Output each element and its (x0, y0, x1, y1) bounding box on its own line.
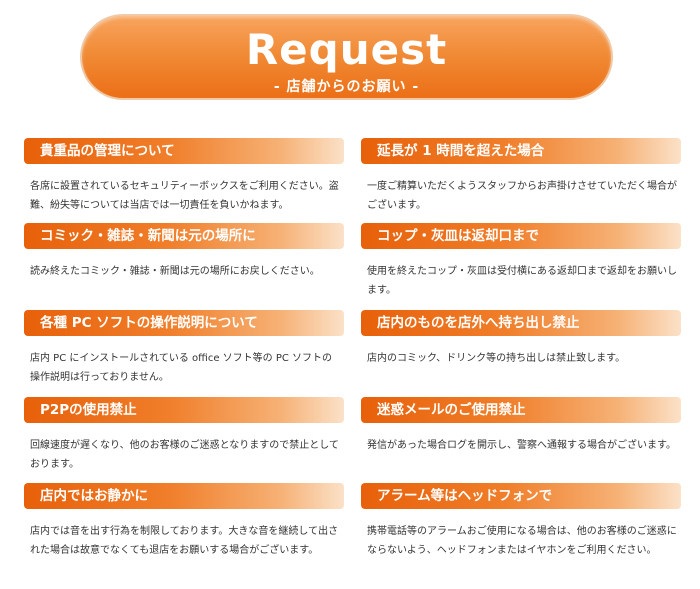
card-title: 店内のものを店外へ持ち出し禁止 (361, 310, 681, 336)
card-title: 貴重品の管理について (24, 138, 344, 164)
card-text: 使用を終えたコップ・灰皿は受付横にある返却口まで返却をお願いします。 (367, 266, 677, 296)
page-subtitle: - 店舗からのお願い - (273, 79, 420, 95)
card-text: 店内 PC にインストールされている office ソフト等の PC ソフトの操… (30, 353, 333, 383)
card-text: 回線速度が遅くなり、他のお客様のご迷惑となりますので禁止としております。 (30, 440, 339, 470)
card-text: 一度ご精算いただくようスタッフからお声掛けさせていただく場合がございます。 (367, 181, 677, 211)
card-title: 各種 PC ソフトの操作説明について (24, 310, 344, 336)
card-text: 店内では音を出す行為を制限しております。大きな音を継続して出された場合は故意でな… (30, 526, 339, 556)
card-p2p: P2Pの使用禁止 回線速度が遅くなり、他のお客様のご迷惑となりますので禁止として… (24, 397, 344, 474)
card-title: P2Pの使用禁止 (24, 397, 344, 423)
card-valuables: 貴重品の管理について 各席に設置されているセキュリティーボックスをご利用ください… (24, 138, 344, 215)
card-text: 店内のコミック、ドリンク等の持ち出しは禁止致します。 (367, 353, 626, 364)
page-title: Request (245, 25, 448, 74)
card-title: 迷惑メールのご使用禁止 (361, 397, 681, 423)
card-comics: コミック・雑誌・新聞は元の場所に 読み終えたコミック・雑誌・新聞は元の場所にお戻… (24, 223, 344, 281)
card-text: 各席に設置されているセキュリティーボックスをご利用ください。盗難、紛失等について… (30, 181, 339, 211)
card-quiet: 店内ではお静かに 店内では音を出す行為を制限しております。大きな音を継続して出さ… (24, 483, 344, 560)
card-no-takeout: 店内のものを店外へ持ち出し禁止 店内のコミック、ドリンク等の持ち出しは禁止致しま… (361, 310, 681, 368)
card-title: コップ・灰皿は返却口まで (361, 223, 681, 249)
request-banner: Request - 店舗からのお願い - (80, 14, 613, 100)
card-cups: コップ・灰皿は返却口まで 使用を終えたコップ・灰皿は受付横にある返却口まで返却を… (361, 223, 681, 300)
card-text: 読み終えたコミック・雑誌・新聞は元の場所にお戻しください。 (30, 266, 320, 277)
card-text: 携帯電話等のアラームおご使用になる場合は、他のお客様のご迷惑にならないよう、ヘッ… (367, 526, 677, 556)
card-title: 延長が 1 時間を超えた場合 (361, 138, 681, 164)
card-text: 発信があった場合ログを開示し、警察へ通報する場合がございます。 (367, 440, 676, 451)
card-title: コミック・雑誌・新聞は元の場所に (24, 223, 344, 249)
card-spam-mail: 迷惑メールのご使用禁止 発信があった場合ログを開示し、警察へ通報する場合がござい… (361, 397, 681, 455)
card-extension: 延長が 1 時間を超えた場合 一度ご精算いただくようスタッフからお声掛けさせてい… (361, 138, 681, 215)
card-title: アラーム等はヘッドフォンで (361, 483, 681, 509)
card-title: 店内ではお静かに (24, 483, 344, 509)
card-headphones: アラーム等はヘッドフォンで 携帯電話等のアラームおご使用になる場合は、他のお客様… (361, 483, 681, 560)
card-pc-software: 各種 PC ソフトの操作説明について 店内 PC にインストールされている of… (24, 310, 344, 387)
